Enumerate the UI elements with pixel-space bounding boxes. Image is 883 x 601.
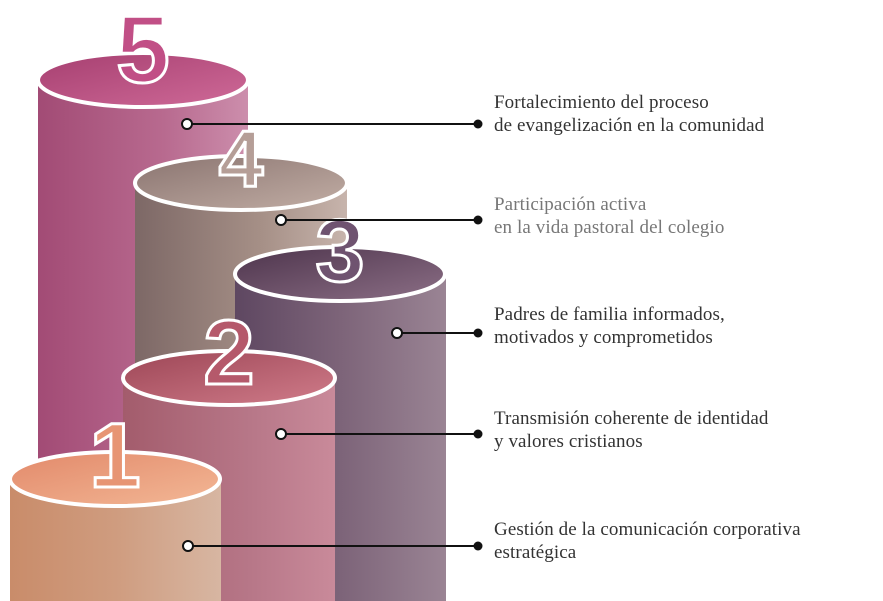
connector-2-start-dot bbox=[275, 428, 287, 440]
step-5-number: 5 bbox=[116, 0, 169, 103]
connector-2 bbox=[275, 428, 483, 440]
step-2-number: 2 bbox=[203, 302, 254, 404]
cylinder-1: 1 bbox=[8, 404, 222, 601]
connector-1 bbox=[182, 540, 483, 552]
step-4-line-1: Participación activa bbox=[494, 194, 647, 215]
step-1-line-1: Gestión de la comunicación corporativa bbox=[494, 519, 801, 540]
connector-4-start-dot bbox=[275, 214, 287, 226]
step-4-line-2: en la vida pastoral del colegio bbox=[494, 217, 725, 238]
step-5-line-1: Fortalecimiento del proceso bbox=[494, 92, 709, 113]
step-4-number: 4 bbox=[219, 114, 264, 203]
connector-1-end-dot bbox=[473, 541, 483, 551]
connector-5 bbox=[181, 118, 483, 130]
cylinder-3-top bbox=[233, 245, 447, 303]
step-5-label: Fortalecimiento del proceso de evangeliz… bbox=[494, 91, 764, 137]
cylinder-1-top bbox=[8, 450, 222, 508]
connector-5-end-dot bbox=[473, 119, 483, 129]
cylinder-2-top bbox=[121, 349, 337, 407]
connector-4 bbox=[275, 214, 483, 226]
step-1-label: Gestión de la comunicación corporativa e… bbox=[494, 518, 801, 564]
step-5-line-2: de evangelización en la comunidad bbox=[494, 115, 765, 136]
step-1-line-2: estratégica bbox=[494, 542, 577, 563]
step-2-line-2: y valores cristianos bbox=[494, 431, 643, 452]
connector-1-start-dot bbox=[182, 540, 194, 552]
connector-2-end-dot bbox=[473, 429, 483, 439]
connector-5-start-dot bbox=[181, 118, 193, 130]
step-1-number: 1 bbox=[89, 405, 140, 507]
step-4-label: Participación activa en la vida pastoral… bbox=[494, 193, 725, 239]
connector-3 bbox=[391, 327, 483, 339]
connector-4-end-dot bbox=[473, 215, 483, 225]
connector-3-end-dot bbox=[473, 328, 483, 338]
step-3-line-2: motivados y comprometidos bbox=[494, 327, 713, 348]
step-2-label: Transmisión coherente de identidad y val… bbox=[494, 407, 768, 453]
step-3-line-1: Padres de familia informados, bbox=[494, 304, 725, 325]
step-3-number: 3 bbox=[316, 201, 365, 300]
step-2-line-1: Transmisión coherente de identidad bbox=[494, 408, 769, 429]
cylinder-4-top bbox=[133, 154, 349, 212]
connector-3-start-dot bbox=[391, 327, 403, 339]
step-3-label: Padres de familia informados, motivados … bbox=[494, 303, 725, 349]
cylinder-5-top bbox=[36, 51, 250, 109]
